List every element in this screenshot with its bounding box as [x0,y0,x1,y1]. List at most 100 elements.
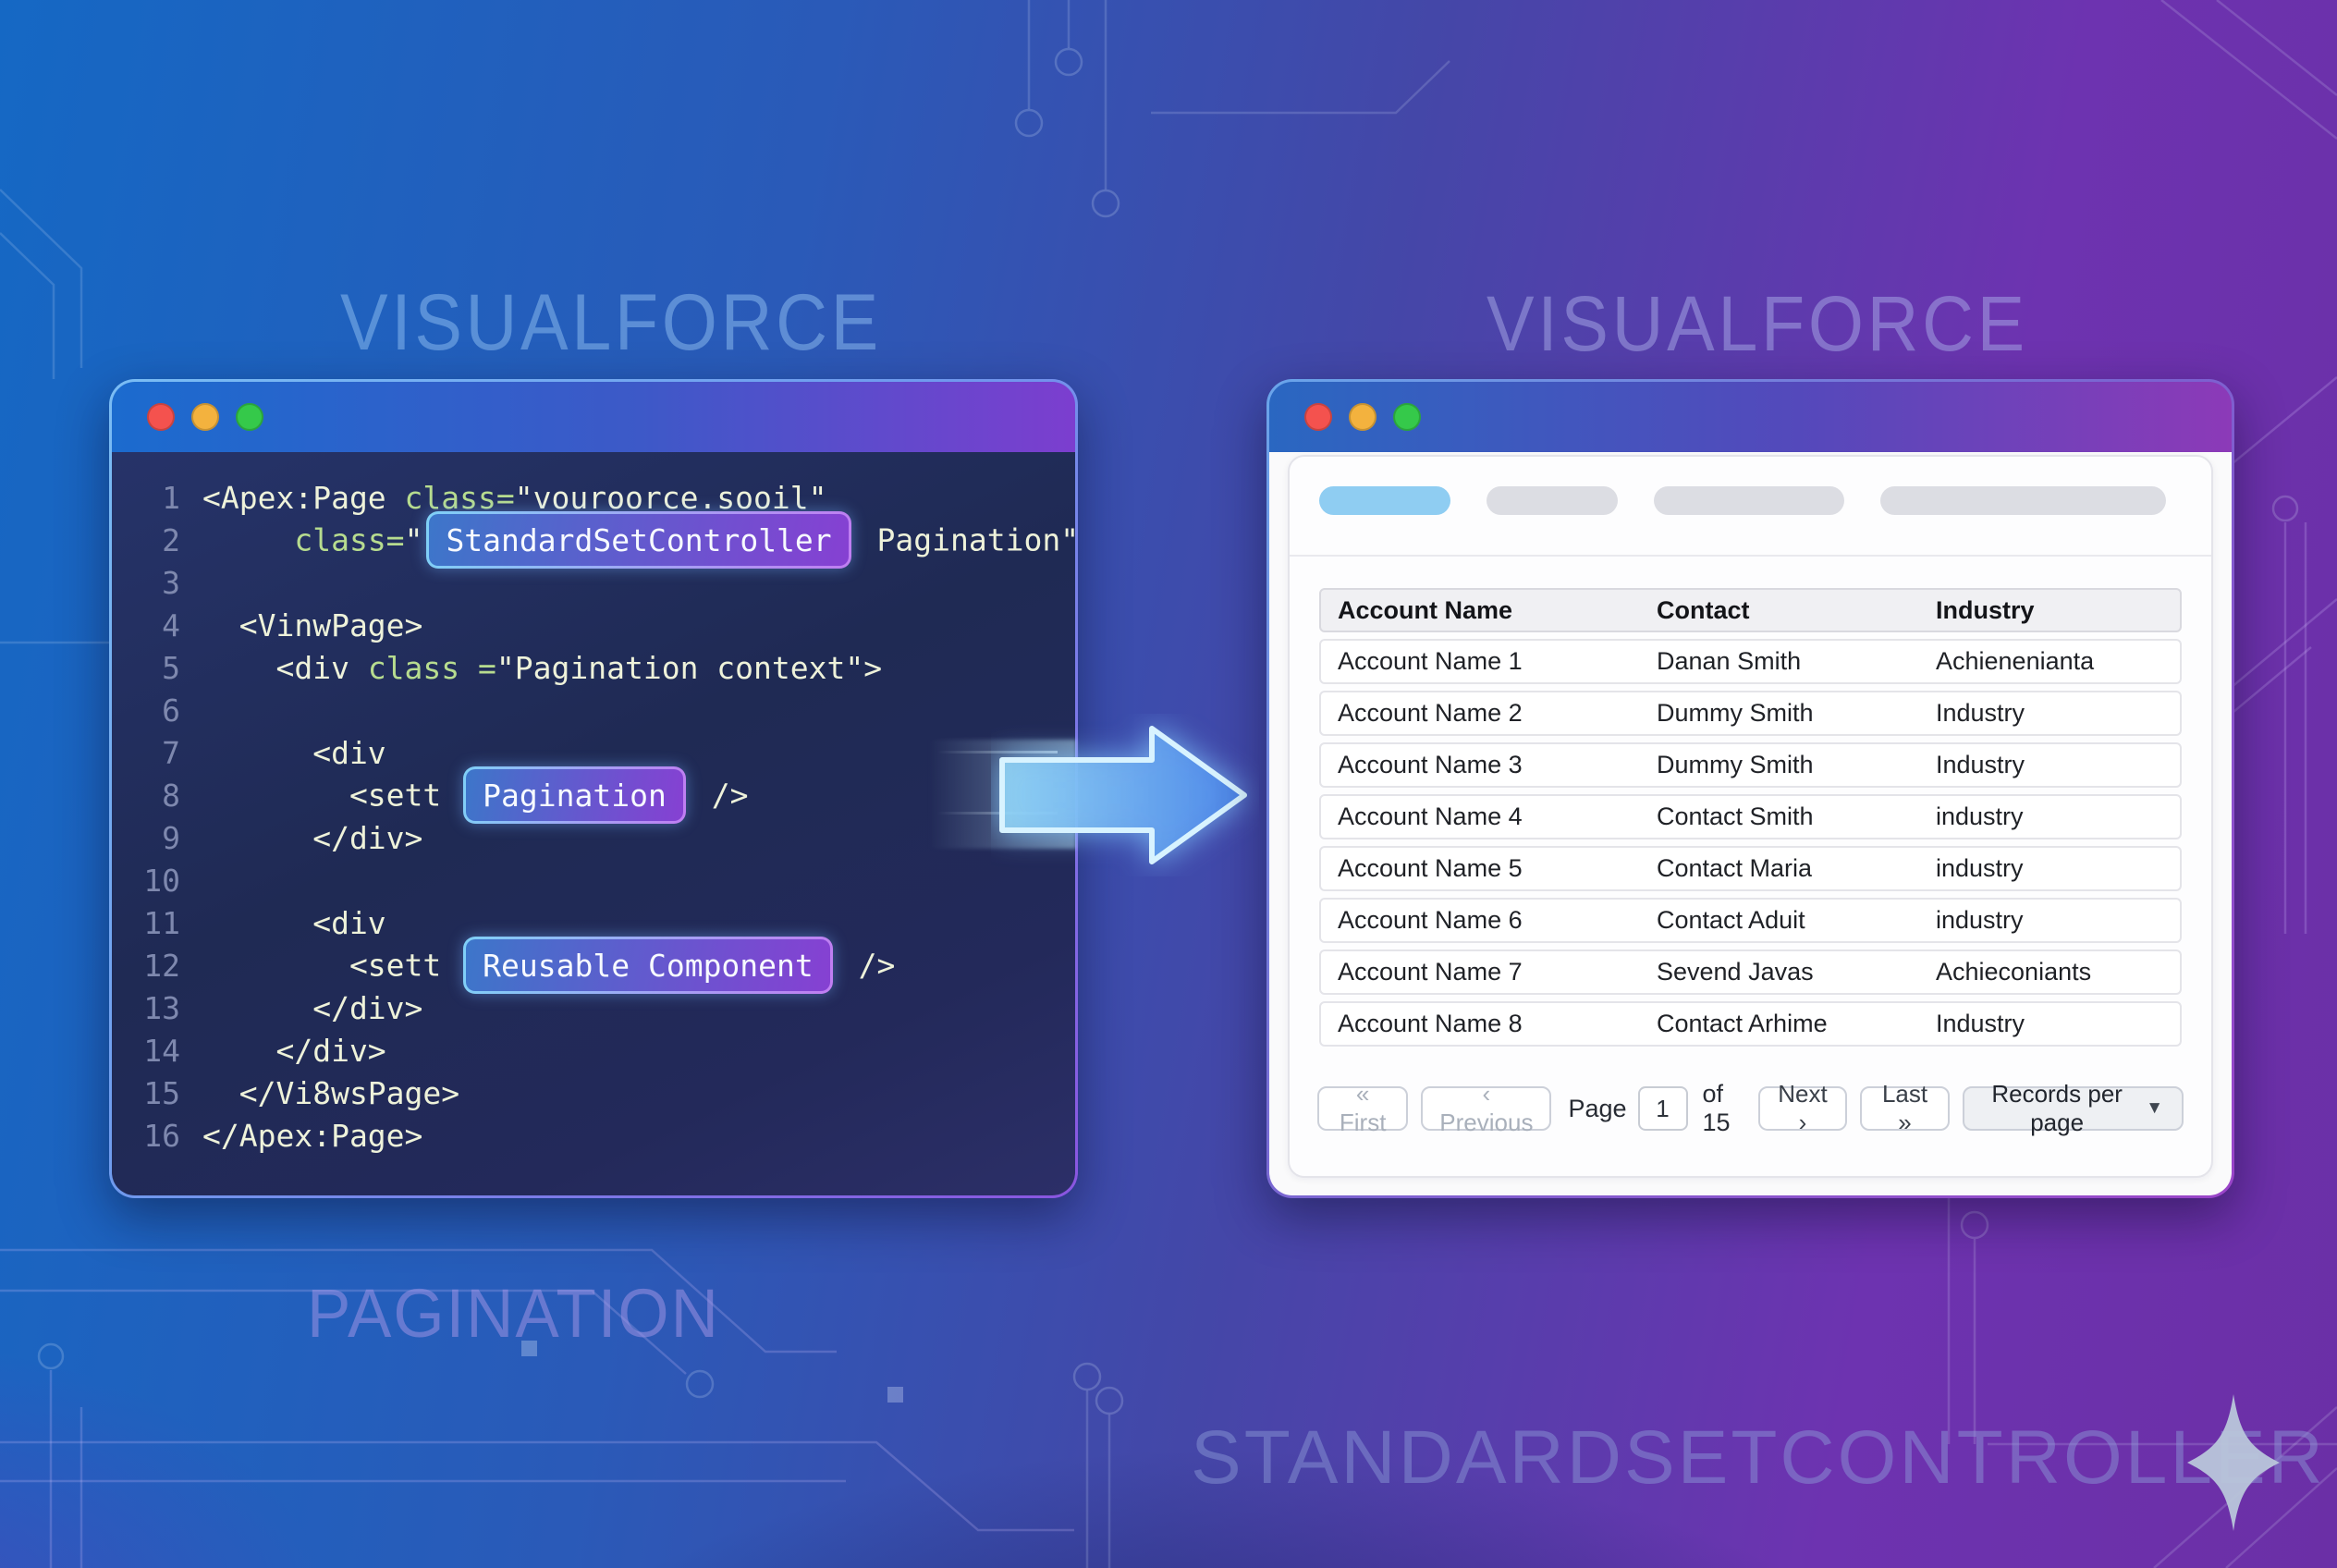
code-text: </Vi8wsPage> [202,1074,460,1111]
table-cell: Account Name 8 [1338,1010,1523,1037]
skeleton-tab[interactable] [1487,486,1618,515]
zoom-button[interactable] [1393,403,1421,431]
close-button[interactable] [1304,403,1332,431]
line-number: 12 [143,947,180,984]
code-text: </Apex:Page> [202,1117,423,1154]
column-header: Industry [1936,595,2035,624]
window-titlebar [1269,382,2232,452]
code-text: <div [202,904,386,941]
code-editor-body[interactable]: 1<Apex:Page class="vouroorce.sooil"2 cla… [112,452,1075,1195]
line-number: 13 [143,989,180,1026]
code-text: /> [692,777,749,814]
line-number: 4 [162,606,180,643]
page-number-input[interactable] [1637,1086,1688,1131]
code-line: 7 <div [138,731,1075,774]
table-header-row: Account Name Contact Industry [1319,588,2182,632]
skeleton-tabs [1319,486,2166,515]
table-cell: Achieconiants [1936,958,2092,986]
line-number: 7 [162,734,180,771]
code-line: 16</Apex:Page> [138,1114,1075,1157]
column-header: Account Name [1338,595,1513,624]
line-number: 6 [162,692,180,729]
code-text: " [404,521,423,558]
code-text: </div> [202,819,423,856]
code-highlight-badge: StandardSetController [426,511,850,569]
code-line: 14 </div> [138,1029,1075,1072]
code-text: <sett [202,777,460,814]
code-line: 3 [138,561,1075,604]
skeleton-tab[interactable] [1880,486,2166,515]
line-number: 9 [162,819,180,856]
table-cell: Account Name 3 [1338,751,1523,778]
line-number: 8 [162,777,180,814]
line-number: 14 [143,1032,180,1069]
table-cell: Account Name 6 [1338,906,1523,934]
code-line: 2 class="StandardSetController Paginatio… [138,514,1075,566]
table-cell: Account Name 2 [1338,699,1523,727]
code-text: "Pagination context"> [496,649,883,686]
code-text: <div [202,649,368,686]
table-cell: Industry [1936,699,2025,727]
table-cell: Achienenianta [1936,647,2095,675]
table-cell: Contact Maria [1657,854,1813,882]
code-text: class = [367,649,496,686]
line-number: 1 [162,479,180,516]
sparkle-icon [2187,1394,2280,1531]
code-text: </div> [202,1032,386,1069]
code-line: 15 </Vi8wsPage> [138,1072,1075,1114]
code-line: 9 </div> [138,816,1075,859]
table-row[interactable]: Account Name 4 Contact Smith industry [1319,794,2182,839]
zoom-button[interactable] [236,403,263,431]
table-cell: Account Name 4 [1338,802,1523,830]
code-line: 12 <sett Reusable Component /> [138,939,1075,991]
code-text: </div> [202,989,423,1026]
page-count-label: of 15 [1702,1080,1731,1136]
background-word-standardsetcontroller: STANDARDSETCONTROLLER [1191,1415,2326,1500]
minimize-button[interactable] [191,403,219,431]
skeleton-tab[interactable] [1654,486,1844,515]
table-row[interactable]: Account Name 7 Sevend Javas Achieconiants [1319,949,2182,995]
line-number: 3 [162,564,180,601]
table-cell: industry [1936,906,2024,934]
page-label: Page [1568,1094,1627,1122]
skeleton-tab-active[interactable] [1319,486,1450,515]
pagination-bar: « First ‹ Previous Page of 15 Next › Las… [1317,1080,2184,1137]
code-line: 5 <div class ="Pagination context"> [138,646,1075,689]
table-cell: Contact Arhime [1657,1010,1828,1037]
records-per-page-dropdown[interactable]: Records per page ▼ [1963,1080,2184,1136]
table-cell: Contact Smith [1657,802,1814,830]
line-number: 2 [162,521,180,558]
code-highlight-badge: Reusable Component [463,937,833,994]
table-cell: Sevend Javas [1657,958,1814,986]
next-page-button[interactable]: Next › [1757,1080,1847,1136]
code-text: /> [839,947,896,984]
previous-page-button[interactable]: ‹ Previous [1421,1080,1552,1136]
minimize-button[interactable] [1349,403,1377,431]
code-line: 8 <sett Pagination /> [138,769,1075,821]
background-word-visualforce-left: VISUALFORCE [340,278,882,367]
code-line: 1<Apex:Page class="vouroorce.sooil" [138,476,1075,519]
glow-line-top [937,751,1058,753]
code-text: <sett [202,947,460,984]
close-button[interactable] [147,403,175,431]
last-page-button[interactable]: Last » [1859,1080,1951,1136]
table-cell: Account Name 1 [1338,647,1523,675]
table-cell: Account Name 7 [1338,958,1523,986]
first-page-button[interactable]: « First [1317,1080,1409,1136]
code-text: <VinwPage> [202,606,423,643]
code-text: class= [294,521,405,558]
table-cell: Account Name 5 [1338,854,1523,882]
table-cell: industry [1936,802,2024,830]
column-header: Contact [1657,595,1750,624]
